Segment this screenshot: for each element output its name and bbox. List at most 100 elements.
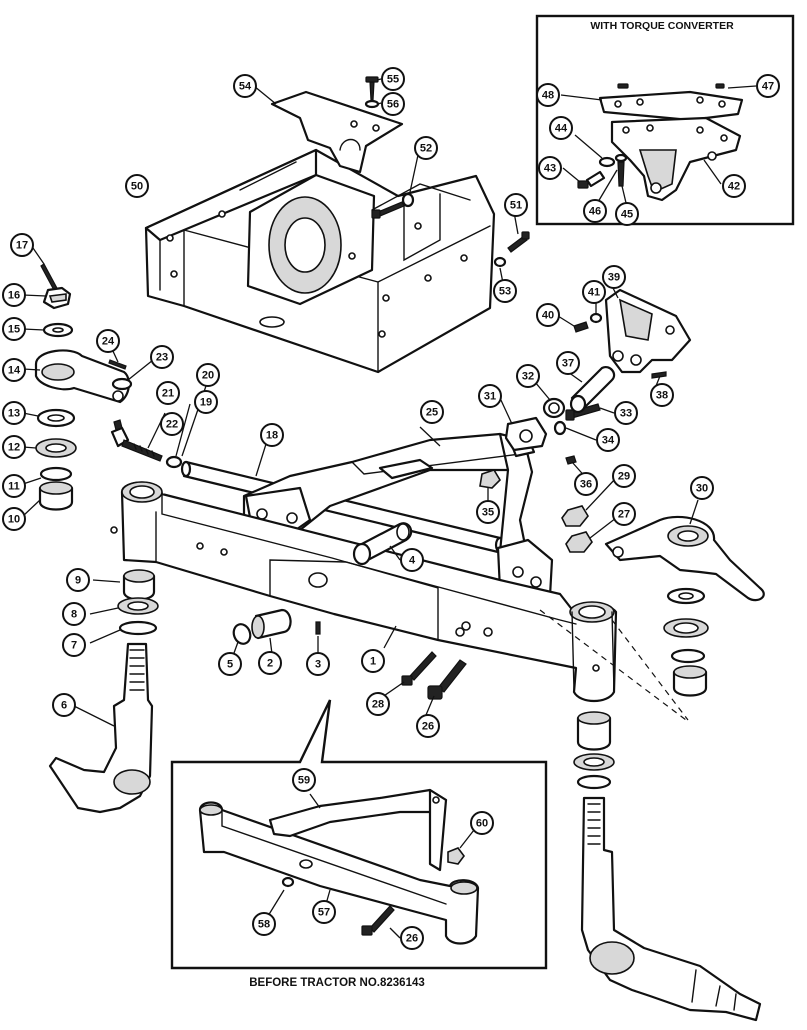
callout-ring	[218, 652, 242, 676]
callout-number: 44	[555, 123, 568, 135]
callout-ring	[66, 568, 90, 592]
callout-number: 19	[200, 397, 212, 409]
callout-50: 50	[125, 174, 149, 198]
callout-ring	[312, 900, 336, 924]
callout-9: 9	[66, 568, 90, 592]
callout-number: 41	[588, 287, 600, 299]
callout-number: 23	[156, 352, 168, 364]
callout-42: 42	[722, 174, 746, 198]
callout-number: 3	[315, 659, 321, 671]
callout-11: 11	[2, 474, 26, 498]
callout-number: 16	[8, 290, 20, 302]
pivot-parts-31-34-drawing	[499, 375, 615, 452]
callout-41: 41	[582, 280, 606, 304]
callout-number: 6	[61, 700, 67, 712]
callout-ring	[96, 329, 120, 353]
callout-number: 55	[387, 74, 399, 86]
callout-ring	[414, 136, 438, 160]
callout-33: 33	[614, 401, 638, 425]
callout-number: 8	[71, 609, 77, 621]
callout-8: 8	[62, 602, 86, 626]
callout-ring	[2, 435, 26, 459]
callout-17: 17	[10, 233, 34, 257]
callout-ring	[549, 116, 573, 140]
callout-ring	[722, 174, 746, 198]
callout-3: 3	[306, 652, 330, 676]
callout-number: 48	[542, 90, 554, 102]
callout-ring	[52, 693, 76, 717]
callout-19: 19	[194, 390, 218, 414]
support-bracket-50-drawing	[144, 148, 496, 374]
callout-number: 40	[542, 310, 554, 322]
callout-60: 60	[470, 811, 494, 835]
callout-28: 28	[366, 692, 390, 716]
callout-46: 46	[583, 199, 607, 223]
callout-12: 12	[2, 435, 26, 459]
tie-rod-end-drawing	[110, 382, 208, 469]
callout-31: 31	[478, 384, 502, 408]
front-axle-1-drawing	[110, 481, 618, 703]
callout-number: 34	[602, 435, 615, 447]
callout-ring	[556, 351, 580, 375]
callout-number: 7	[71, 640, 77, 652]
callout-54: 54	[233, 74, 257, 98]
callout-52: 52	[414, 136, 438, 160]
callout-45: 45	[615, 202, 639, 226]
callout-ring	[381, 92, 405, 116]
callout-26: 26	[400, 926, 424, 950]
callout-number: 42	[728, 181, 740, 193]
callout-ring	[612, 464, 636, 488]
callout-2: 2	[258, 651, 282, 675]
callout-ring	[2, 283, 26, 307]
callout-ring	[125, 174, 149, 198]
callout-ring	[420, 400, 444, 424]
callout-ring	[62, 633, 86, 657]
callout-number: 5	[227, 659, 233, 671]
callout-25: 25	[420, 400, 444, 424]
callout-ring	[756, 74, 780, 98]
torque-converter-inset-frame	[535, 14, 795, 226]
callout-27: 27	[612, 502, 636, 526]
callout-ring	[194, 390, 218, 414]
callout-44: 44	[549, 116, 573, 140]
callout-32: 32	[516, 364, 540, 388]
bolt-51-drawing	[493, 211, 530, 284]
callout-ring	[416, 714, 440, 738]
bushing-4-drawing	[352, 522, 413, 566]
callout-number: 15	[8, 324, 20, 336]
callout-ring	[583, 199, 607, 223]
callout-6: 6	[52, 693, 76, 717]
callout-24: 24	[96, 329, 120, 353]
torque-converter-inset-title: WITH TORQUE CONVERTER	[590, 20, 734, 32]
callout-number: 56	[387, 99, 399, 111]
callout-ring	[612, 502, 636, 526]
callout-57: 57	[312, 900, 336, 924]
callout-number: 35	[482, 507, 494, 519]
callout-ring	[582, 280, 606, 304]
callout-7: 7	[62, 633, 86, 657]
callout-23: 23	[150, 345, 174, 369]
callout-38: 38	[650, 383, 674, 407]
callout-36: 36	[574, 472, 598, 496]
callout-ring	[381, 67, 405, 91]
callout-ring	[156, 381, 180, 405]
callout-37: 37	[556, 351, 580, 375]
callout-number: 50	[131, 181, 143, 193]
callout-number: 25	[426, 407, 438, 419]
callout-59: 59	[292, 768, 316, 792]
callout-ring	[2, 507, 26, 531]
callout-ring	[62, 602, 86, 626]
callout-number: 12	[8, 442, 20, 454]
callout-number: 13	[8, 408, 20, 420]
callout-ring	[2, 474, 26, 498]
callout-number: 58	[258, 919, 270, 931]
callout-ring	[614, 401, 638, 425]
callout-16: 16	[2, 283, 26, 307]
bolts-26-28-drawing	[377, 627, 467, 716]
callout-30: 30	[690, 476, 714, 500]
pin-24-drawing	[108, 348, 154, 391]
callout-number: 38	[656, 390, 668, 402]
right-steering-arm-30-drawing	[539, 499, 765, 721]
